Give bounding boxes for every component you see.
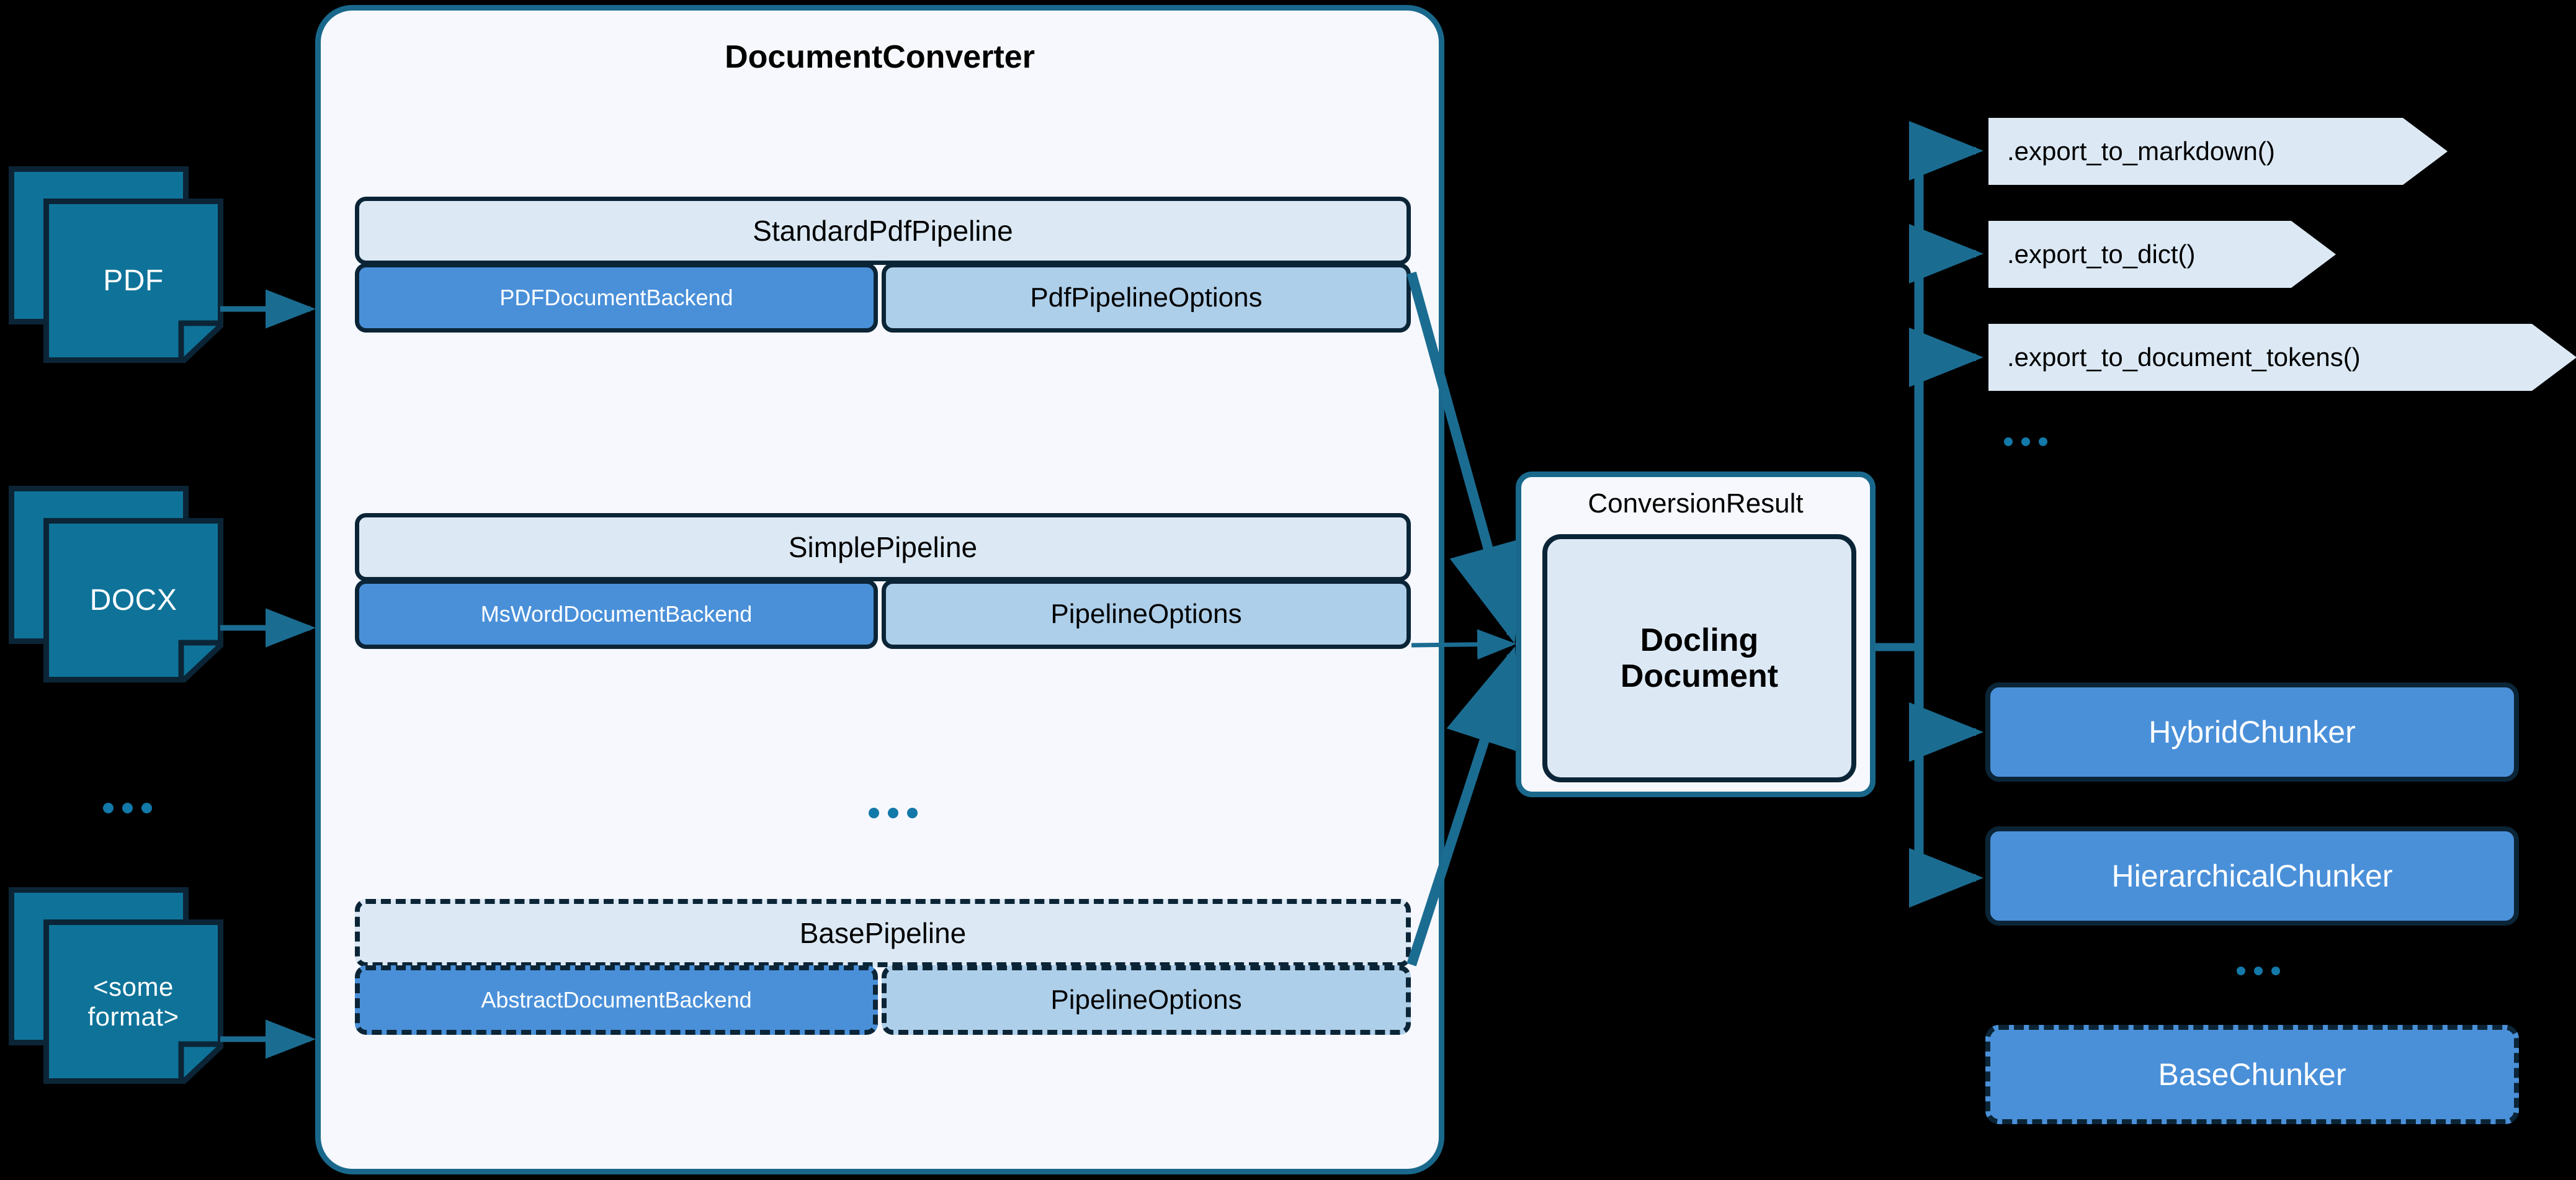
- docling-document-box[interactable]: Docling Document: [1542, 534, 1856, 782]
- conversion-result-panel: ConversionResult Docling Document: [1516, 472, 1876, 797]
- chunker-hybrid-label: HybridChunker: [2149, 715, 2356, 749]
- export-to-document-tokens-chip[interactable]: .export_to_document_tokens(): [1988, 324, 2576, 391]
- pipeline-standard-pdf[interactable]: StandardPdfPipeline PDFDocumentBackend P…: [355, 197, 1411, 333]
- document-front-sheet: DOCX: [43, 518, 223, 682]
- chunker-base-label: BaseChunker: [2158, 1057, 2346, 1092]
- export-to-dict-label: .export_to_dict(): [2007, 239, 2196, 269]
- export-to-markdown-label: .export_to_markdown(): [2007, 136, 2275, 166]
- document-converter-panel: DocumentConverter StandardPdfPipeline PD…: [315, 5, 1444, 1174]
- chunker-hierarchical-label: HierarchicalChunker: [2111, 859, 2393, 893]
- pipeline-header-standard-pdf: StandardPdfPipeline: [355, 197, 1411, 265]
- export-to-markdown-chip[interactable]: .export_to_markdown(): [1988, 118, 2448, 185]
- input-label-docx: DOCX: [89, 583, 177, 617]
- chunker-hybrid[interactable]: HybridChunker: [1985, 682, 2519, 782]
- export-to-dict-chip[interactable]: .export_to_dict(): [1988, 221, 2336, 288]
- chunker-hierarchical[interactable]: HierarchicalChunker: [1985, 826, 2519, 926]
- backend-pdf-document[interactable]: PDFDocumentBackend: [355, 263, 878, 333]
- export-to-document-tokens-label: .export_to_document_tokens(): [2007, 342, 2361, 372]
- document-converter-title: DocumentConverter: [725, 39, 1035, 75]
- pipeline-row-standard-pdf: PDFDocumentBackend PdfPipelineOptions: [355, 263, 1411, 333]
- options-pdf-pipeline[interactable]: PdfPipelineOptions: [882, 263, 1411, 333]
- pipeline-simple[interactable]: SimplePipeline MsWordDocumentBackend Pip…: [355, 513, 1411, 649]
- converter-ellipsis: [869, 808, 918, 818]
- chunker-base[interactable]: BaseChunker: [1985, 1025, 2519, 1124]
- document-front-sheet: PDF: [43, 199, 223, 363]
- backend-msword-document[interactable]: MsWordDocumentBackend: [355, 579, 878, 649]
- chunkers-ellipsis: [2237, 967, 2280, 975]
- conversion-result-title: ConversionResult: [1588, 488, 1804, 519]
- pipeline-row-simple: MsWordDocumentBackend PipelineOptions: [355, 579, 1411, 649]
- options-pipeline-base[interactable]: PipelineOptions: [882, 965, 1411, 1035]
- pipeline-header-base: BasePipeline: [355, 899, 1411, 967]
- pipeline-header-simple: SimplePipeline: [355, 513, 1411, 581]
- pipeline-base[interactable]: BasePipeline AbstractDocumentBackend Pip…: [355, 899, 1411, 1035]
- input-ellipsis: [103, 803, 152, 813]
- input-label-pdf: PDF: [103, 264, 164, 297]
- input-label-some-format: <some format>: [87, 972, 179, 1031]
- document-front-sheet: <some format>: [43, 919, 223, 1084]
- pipeline-row-base: AbstractDocumentBackend PipelineOptions: [355, 965, 1411, 1035]
- exports-ellipsis: [2004, 437, 2047, 446]
- options-pipeline[interactable]: PipelineOptions: [882, 579, 1411, 649]
- backend-abstract-document[interactable]: AbstractDocumentBackend: [355, 965, 878, 1035]
